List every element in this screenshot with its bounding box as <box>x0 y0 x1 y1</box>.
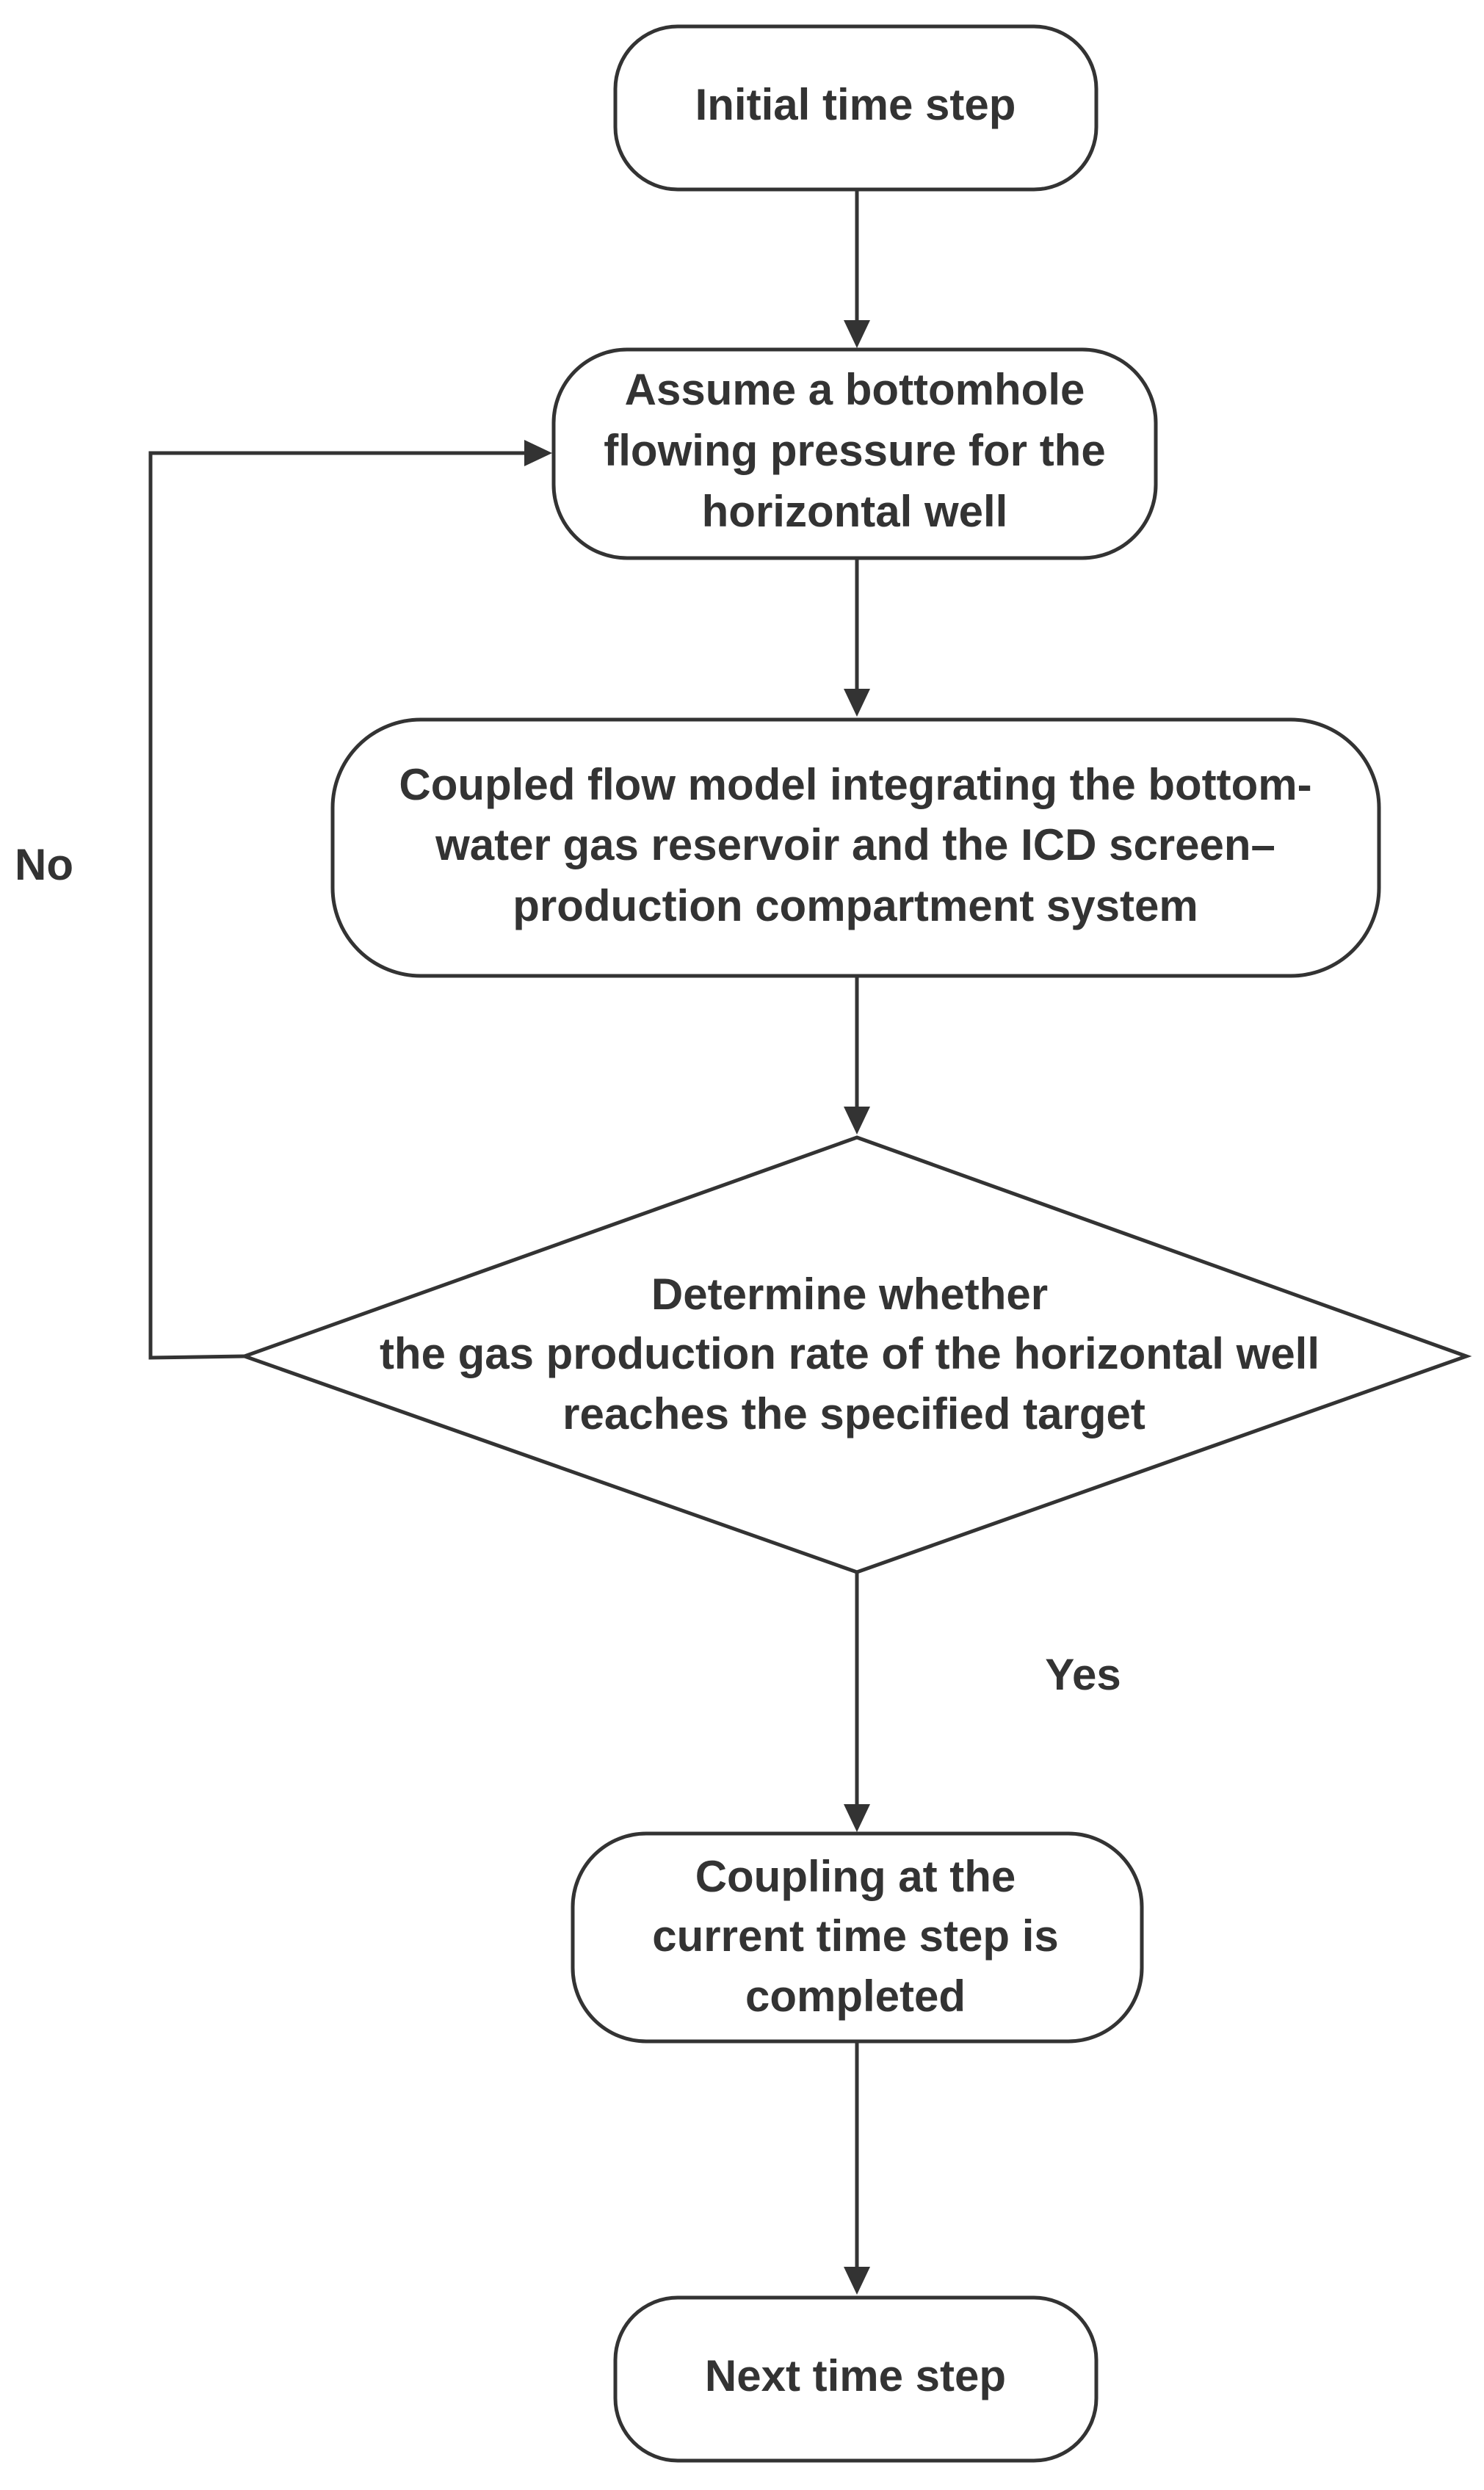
node-text-line: Assume a bottomhole <box>625 365 1085 414</box>
node-text-line: Coupled flow model integrating the botto… <box>399 760 1311 809</box>
edge-completed-to-next <box>844 2041 870 2295</box>
edge-initial-to-assume <box>844 189 870 348</box>
edge-assume-to-coupled <box>844 558 870 717</box>
edge-decision-yes-to-completed <box>844 1572 870 1832</box>
node-text-line: Next time step <box>705 2351 1006 2400</box>
node-text-line: completed <box>745 1972 966 2021</box>
node-assume-bottomhole-pressure: Assume a bottomhole flowing pressure for… <box>551 347 1158 560</box>
node-decision-gas-rate: Determine whether the gas production rat… <box>239 1135 1472 1574</box>
node-coupling-completed: Coupling at the current time step is com… <box>571 1831 1144 2044</box>
node-initial-time-step: Initial time step <box>613 24 1098 192</box>
node-text-line: current time step is <box>652 1911 1059 1961</box>
node-text-line: flowing pressure for the <box>604 426 1105 475</box>
node-next-time-step: Next time step <box>613 2295 1098 2463</box>
node-text-line: production compartment system <box>513 881 1198 930</box>
node-text-line: water gas reservoir and the ICD screen– <box>435 820 1275 869</box>
node-text-line: Initial time step <box>695 80 1016 129</box>
node-text-line: the gas production rate of the horizonta… <box>380 1329 1320 1378</box>
node-text-line: Determine whether <box>651 1270 1048 1319</box>
node-text-line: reaches the specified target <box>562 1389 1145 1438</box>
edge-coupled-to-decision <box>844 976 870 1134</box>
edge-decision-no-loop <box>148 440 552 1360</box>
node-text-line: horizontal well <box>702 487 1008 536</box>
node-coupled-flow-model: Coupled flow model integrating the botto… <box>330 717 1381 978</box>
edge-label-yes: Yes <box>1045 1650 1121 1699</box>
edge-label-no: No <box>15 840 73 889</box>
node-text-line: Coupling at the <box>695 1852 1016 1901</box>
